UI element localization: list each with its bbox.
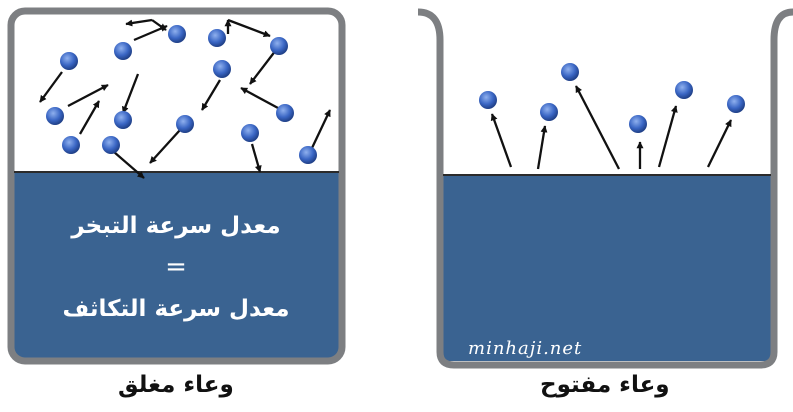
vapor-molecule (102, 136, 120, 154)
open-container-wall (417, 8, 793, 369)
escape-arrow (657, 105, 678, 168)
vapor-molecule (276, 104, 294, 122)
closed-container-liquid (14, 172, 339, 358)
equals-sign: = (165, 252, 187, 282)
closed-container-caption: وعاء مغلق (118, 372, 234, 398)
motion-arrow (227, 18, 271, 38)
motion-arrow (310, 109, 332, 149)
motion-arrow (201, 79, 221, 111)
vapor-molecule (208, 29, 226, 47)
escape-arrow (490, 113, 513, 168)
vapor-molecule (629, 115, 647, 133)
motion-arrow (250, 143, 262, 173)
vapor-molecule (727, 95, 745, 113)
vapor-molecule (213, 60, 231, 78)
vapor-molecule (270, 37, 288, 55)
motion-arrow (67, 83, 109, 108)
motion-arrow (121, 73, 140, 114)
motion-arrow (240, 86, 279, 110)
escape-arrow (536, 125, 548, 170)
open-container-liquid (443, 175, 771, 361)
vapor-molecule (540, 103, 558, 121)
open-molecules (479, 63, 745, 133)
motion-arrow (113, 151, 145, 179)
motion-arrow (79, 100, 100, 135)
closed-container-wall (7, 7, 346, 365)
open-container-caption: وعاء مفتوح (540, 372, 670, 398)
open-escape-arrows (490, 85, 733, 170)
motion-arrow (249, 49, 277, 85)
evaporation-rate-label: معدل سرعة التبخر (71, 213, 281, 239)
motion-arrow (149, 129, 181, 164)
open-container (417, 8, 793, 369)
watermark: minhaji.net (468, 338, 583, 359)
vapor-molecule (176, 115, 194, 133)
motion-arrow (151, 19, 167, 31)
vapor-molecule (675, 81, 693, 99)
vapor-molecule (168, 25, 186, 43)
condensation-rate-label: معدل سرعة التكاثف (62, 296, 290, 322)
closed-motion-arrows (39, 18, 332, 179)
motion-arrow (39, 71, 63, 103)
vapor-molecule (299, 146, 317, 164)
vapor-molecule (46, 107, 64, 125)
vapor-molecule (60, 52, 78, 70)
closed-container (7, 7, 346, 365)
escape-arrow (706, 119, 733, 168)
closed-molecules (46, 25, 317, 164)
vapor-molecule (114, 42, 132, 60)
vapor-molecule (241, 124, 259, 142)
vapor-molecule (479, 91, 497, 109)
escape-arrow (574, 85, 621, 170)
vapor-molecule (561, 63, 579, 81)
vapor-molecule (114, 111, 132, 129)
motion-arrow (125, 18, 153, 27)
vapor-molecule (62, 136, 80, 154)
